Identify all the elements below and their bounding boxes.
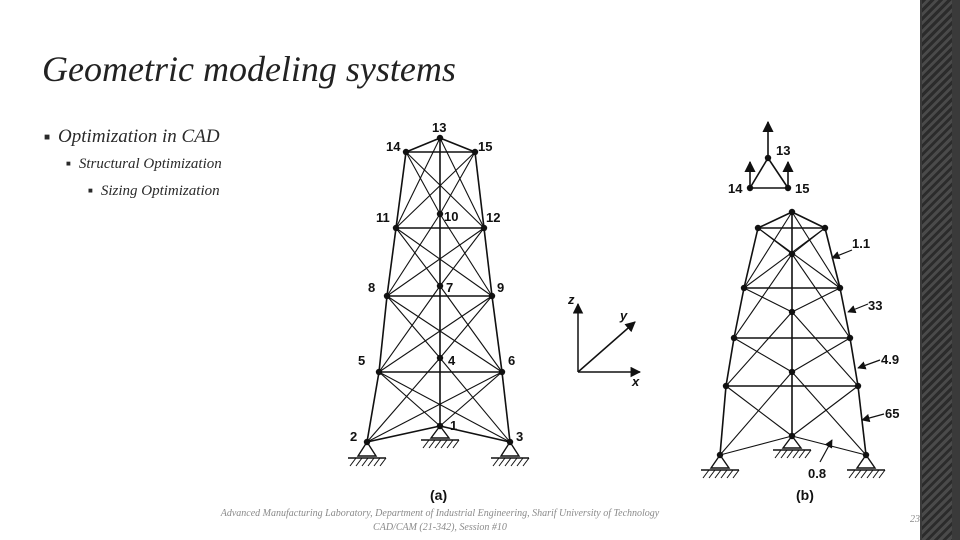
- truss-b-ground-hatch: [702, 449, 886, 479]
- annotation-0-8: 0.8: [808, 466, 826, 481]
- footer-line-1: Advanced Manufacturing Laboratory, Depar…: [220, 508, 660, 519]
- bullet-level3: ■ Sizing Optimization: [88, 183, 222, 200]
- annotation-65: 65: [885, 406, 899, 421]
- bullet-level1-text: Optimization in CAD: [58, 126, 220, 147]
- annotation-33: 33: [868, 298, 882, 313]
- node-label-11: 11: [376, 210, 390, 225]
- node-label-b-13: 13: [776, 143, 790, 158]
- truss-b: [719, 211, 867, 456]
- annotation-1-1: 1.1: [852, 236, 870, 251]
- node-label-8: 8: [368, 280, 375, 295]
- truss-a-bracing: [366, 137, 511, 443]
- coordinate-axes: [572, 302, 642, 378]
- node-label-13: 13: [432, 120, 446, 135]
- square-bullet-icon: ■: [66, 159, 71, 168]
- axis-label-x: x: [631, 374, 640, 389]
- slide-title: Geometric modeling systems: [42, 49, 456, 89]
- truss-a-supports: [348, 424, 529, 459]
- node-label-9: 9: [497, 280, 504, 295]
- truss-a-joints: [363, 134, 514, 446]
- node-label-15: 15: [478, 139, 492, 154]
- truss-a-ground-hatch: [349, 439, 530, 467]
- axis-label-y: y: [619, 308, 628, 323]
- axis-label-z: z: [567, 292, 575, 307]
- node-label-3: 3: [516, 429, 523, 444]
- truss-b-top-joints: [746, 154, 792, 192]
- node-label-7: 7: [446, 280, 453, 295]
- truss-b-top: [744, 120, 794, 189]
- node-label-10: 10: [444, 209, 458, 224]
- node-label-14: 14: [386, 139, 401, 154]
- node-label-5: 5: [358, 353, 365, 368]
- footer: Advanced Manufacturing Laboratory, Depar…: [190, 507, 690, 535]
- node-label-6: 6: [508, 353, 515, 368]
- bullet-level3-text: Sizing Optimization: [100, 183, 220, 199]
- bullet-level1: ■ Optimization in CAD: [44, 126, 222, 148]
- node-label-b-14: 14: [728, 181, 743, 196]
- node-label-1: 1: [450, 418, 457, 433]
- page-number: 23: [910, 514, 920, 525]
- node-label-4: 4: [448, 353, 456, 368]
- node-label-12: 12: [486, 210, 500, 225]
- footer-line-2: CAD/CAM (21-342), Session #10: [373, 522, 507, 533]
- truss-b-annotation-arrows: [819, 249, 885, 463]
- caption-a: (a): [430, 487, 447, 503]
- square-bullet-icon: ■: [88, 186, 93, 195]
- truss-a: [366, 137, 511, 443]
- bullet-level2-text: Structural Optimization: [78, 156, 222, 172]
- node-label-b-15: 15: [795, 181, 809, 196]
- bullet-level2: ■ Structural Optimization: [66, 156, 222, 173]
- decorative-side-strip: [920, 0, 960, 540]
- annotation-4-9: 4.9: [881, 352, 899, 367]
- caption-b: (b): [796, 487, 814, 503]
- truss-b-joints: [716, 208, 870, 459]
- square-bullet-icon: ■: [44, 132, 51, 143]
- truss-a-node-labels: 1 2 3 4 5 6 7 8 9 10 11 12 13 14 15: [350, 120, 523, 444]
- truss-b-bracing: [719, 211, 867, 456]
- bullet-list: ■ Optimization in CAD ■ Structural Optimiz…: [44, 126, 222, 200]
- node-label-2: 2: [350, 429, 357, 444]
